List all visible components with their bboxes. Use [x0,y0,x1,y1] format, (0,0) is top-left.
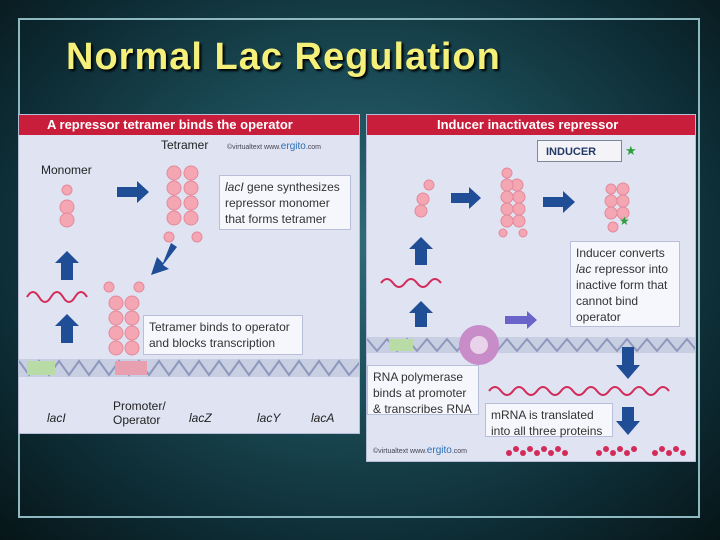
gene-lacY: lacY [257,411,281,425]
tetramer-label: Tetramer [161,138,209,152]
right-credit: ©virtualtext www.ergito.com [373,445,467,456]
gene-lacZ: lacZ [189,411,212,425]
mrna-squiggle [488,386,670,396]
mrna-squiggle [26,291,88,303]
gene-lacI: lacI [47,411,66,425]
inducer-tag: INDUCER [537,140,622,162]
binding-note: Tetramer binds to operator and blocks tr… [143,315,303,355]
promoter-operator-label: Promoter/ Operator [113,399,166,427]
mrna-note: mRNA is translated into all three protei… [485,403,613,438]
tetramer-top [163,165,203,243]
left-panel: A repressor tetramer binds the operator … [18,114,360,434]
dna-strand [367,337,695,353]
arrows [55,181,177,343]
arrows [409,187,640,435]
synthesis-note: lacI gene synthesizes repressor monomer … [219,175,351,230]
transcription-arrow [505,311,537,329]
tetramer-bound [103,281,145,356]
rna-polymerase [459,325,499,365]
inactive-tetramer [604,182,630,233]
monomer-label: Monomer [41,163,92,177]
star-icon: ★ [625,143,637,158]
left-diagram [19,165,359,377]
svg-text:★: ★ [619,214,630,228]
mrna-squiggle [380,278,442,288]
rna-polymerase-note: RNA polymerase binds at promoter & trans… [367,365,479,416]
tetramer [498,167,528,238]
gene-lacA: lacA [311,411,335,425]
left-panel-header: A repressor tetramer binds the operator [19,115,359,135]
monomer [414,179,435,218]
slide-title: Normal Lac Regulation [66,36,501,78]
left-credit: ©virtualtext www.ergito.com [227,141,321,152]
right-diagram: ★ [367,167,695,456]
right-panel-header: Inducer inactivates repressor [367,115,695,135]
monomer [59,184,75,228]
proteins [506,446,686,456]
right-panel: Inducer inactivates repressor INDUCER ★ … [366,114,696,462]
dna-strand [19,359,359,377]
